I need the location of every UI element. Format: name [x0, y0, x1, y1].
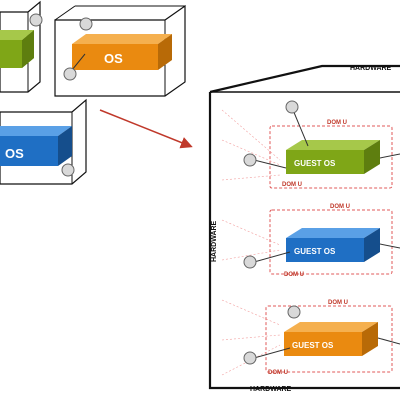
- radiating-lines: [221, 109, 281, 376]
- guest-os-block-orange: OS: [72, 34, 172, 70]
- badge-icon: [63, 67, 77, 81]
- badge-icon: [285, 100, 299, 114]
- dom-u-label: DOM U: [328, 300, 348, 306]
- zoom-arrow: [99, 109, 193, 149]
- guest-os-block-green: [0, 30, 34, 68]
- badge-icon: [243, 153, 257, 167]
- badge-icon: [79, 17, 93, 31]
- guest-os-block-blue: OS: [0, 126, 72, 166]
- hardware-label-left: HARDWARE: [211, 220, 218, 262]
- vm-1: DOM U GUEST OS DOM U: [243, 100, 400, 189]
- vm-2: DOM U GUEST OS DOM U: [243, 204, 400, 278]
- guest-os-label: GUEST OS: [294, 247, 336, 256]
- guest-os-label: OS: [104, 51, 123, 66]
- dom-u-label: DOM U: [282, 182, 302, 188]
- guest-os-label: GUEST OS: [292, 341, 334, 350]
- guest-os-label: GUEST OS: [294, 159, 336, 168]
- guest-os-block-orange: GUEST OS: [284, 322, 378, 356]
- dom-u-label: DOM U: [330, 204, 350, 210]
- dom-u-label: DOM U: [284, 272, 304, 278]
- vm-3: DOM U GUEST OS DOM U: [243, 300, 400, 376]
- badge-icon: [29, 13, 43, 27]
- badge-icon: [243, 351, 257, 365]
- badge-icon: [61, 163, 75, 177]
- left-box-3: OS: [0, 98, 87, 185]
- guest-os-label: OS: [5, 146, 24, 161]
- badge-icon: [287, 305, 301, 319]
- guest-os-block-green: GUEST OS: [286, 140, 380, 174]
- hardware-label-top: HARDWARE: [350, 65, 392, 72]
- hardware-box: HARDWARE HARDWARE HARDWARE DOM U GUEST O…: [208, 64, 400, 393]
- hardware-label-bottom: HARDWARE: [250, 386, 292, 393]
- dom-u-label: DOM U: [327, 120, 347, 126]
- guest-os-block-blue: GUEST OS: [286, 228, 380, 262]
- dom-u-label: DOM U: [268, 370, 288, 376]
- left-box-2: OS: [54, 4, 186, 97]
- left-box-1: [0, 0, 43, 93]
- badge-icon: [243, 255, 257, 269]
